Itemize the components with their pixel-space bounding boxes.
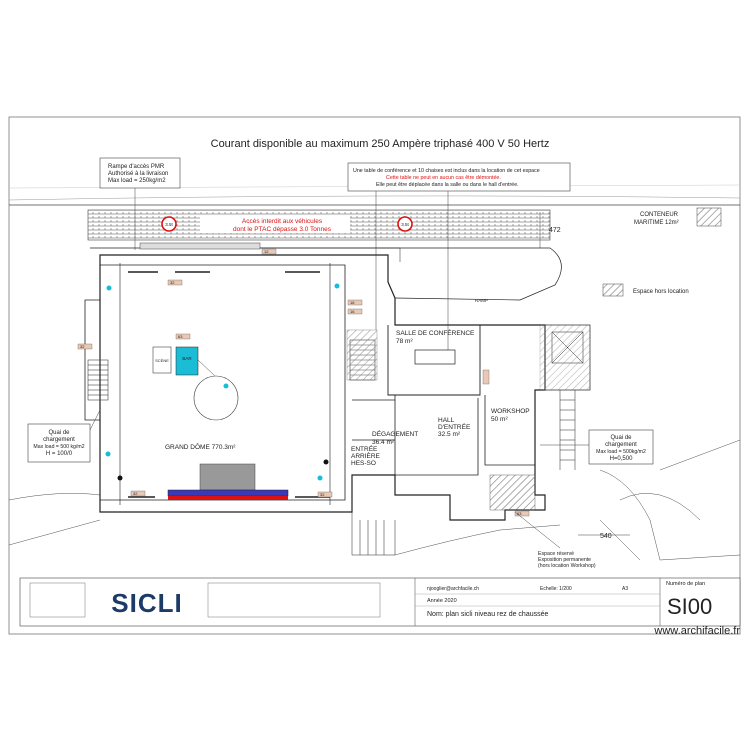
quai-right-note: Quai de chargement Max load = 500kg/m2 H… xyxy=(540,429,654,465)
svg-text:chargement: chargement xyxy=(43,437,75,443)
svg-text:Max load = 500kg/m2: Max load = 500kg/m2 xyxy=(596,449,646,455)
room-entree-3: HES-SO xyxy=(351,460,376,467)
plan-number-label: Numéro de plan xyxy=(666,581,705,587)
room-grand-dome: GRAND DÔME 770.3m² xyxy=(165,442,236,451)
conference-table xyxy=(414,349,456,365)
format: A3 xyxy=(622,586,628,592)
no-vehicles-line-2: dont le PTAC dépasse 3.0 Tonnes xyxy=(233,226,332,233)
svg-text:3.5t: 3.5t xyxy=(165,222,173,227)
svg-text:chargement: chargement xyxy=(605,442,637,448)
weight-limit-sign-left: 3.5t xyxy=(161,216,177,232)
svg-text:3.5t: 3.5t xyxy=(401,222,409,227)
room-hall-1: HALL xyxy=(438,417,455,424)
svg-text:12: 12 xyxy=(264,249,269,254)
room-salle-conf-name: SALLE DE CONFÉRENCE xyxy=(396,328,475,337)
table-line-1: Une table de conférence et 10 chaises es… xyxy=(353,168,540,174)
table-line-3: Elle peut être déplacée dans la salle ou… xyxy=(376,182,519,188)
room-degagement-area: 36.4 m² xyxy=(372,439,395,446)
container-hatch xyxy=(696,207,722,227)
svg-text:H=0,500: H=0,500 xyxy=(610,456,634,462)
svg-text:63: 63 xyxy=(178,334,183,339)
pmr-line-2: Authorisé à la livraison xyxy=(108,171,168,177)
container-line-1: CONTENEUR xyxy=(640,212,679,218)
plan-number: SI00 xyxy=(667,594,712,619)
svg-text:(hors location Workshop): (hors location Workshop) xyxy=(538,563,596,569)
outlet-tags: 32 12 63 16 16 32 32 32 63 xyxy=(77,248,530,517)
no-vehicles-line-1: Accès interdit aux véhicules xyxy=(242,218,323,225)
svg-text:32: 32 xyxy=(170,280,175,285)
svg-text:16: 16 xyxy=(350,300,355,305)
dimension-472: 472 xyxy=(549,227,561,234)
room-salle-conf-area: 78 m² xyxy=(396,338,413,345)
container-line-2: MARITIME 12m² xyxy=(634,220,679,226)
pmr-line-1: Rampe d'accès PMR xyxy=(108,164,165,170)
table-line-2: Cette table ne peut en aucun cas être dé… xyxy=(386,175,501,181)
brand-logo: SICLI xyxy=(111,588,182,618)
table-note: Une table de conférence et 10 chaises es… xyxy=(347,162,571,360)
svg-text:Exposition permanente: Exposition permanente xyxy=(538,557,591,563)
year: Année 2020 xyxy=(427,598,457,604)
hatch-zone-2 xyxy=(489,474,536,511)
dimension-540: 540 xyxy=(600,533,612,540)
quai-left-note: Quai de chargement Max load = 500 kg/m2 … xyxy=(27,409,101,463)
svg-text:Quai de: Quai de xyxy=(48,430,70,436)
plan-name: Nom: plan sicli niveau rez de chaussée xyxy=(427,611,549,618)
email: njooglier@archfacile.ch xyxy=(427,586,479,592)
svg-text:32: 32 xyxy=(80,344,85,349)
cube-label: BAR xyxy=(182,356,192,361)
reserved-note: Espace réservé Exposition permanente (ho… xyxy=(514,511,604,570)
svg-text:32: 32 xyxy=(133,491,138,496)
room-entree-1: ENTRÉE xyxy=(351,444,378,453)
room-hall-3: 32.5 m² xyxy=(438,431,461,438)
room-entree-2: ARRIÈRE xyxy=(351,451,381,460)
svg-text:Max load = 500 kg/m2: Max load = 500 kg/m2 xyxy=(33,444,84,450)
dome-contents: BAR SCÈNE xyxy=(105,271,340,500)
hatch-zone-1 xyxy=(346,329,378,381)
room-hall-2: D'ENTRÉE xyxy=(438,422,471,431)
svg-text:32: 32 xyxy=(320,492,325,497)
room-workshop-name: WORKSHOP xyxy=(491,408,530,415)
stage-label: SCÈNE xyxy=(155,358,169,363)
svg-text:Quai de: Quai de xyxy=(610,435,632,441)
watermark: www.archifacile.fr xyxy=(653,625,740,637)
svg-text:16: 16 xyxy=(350,309,355,314)
pmr-note: Rampe d'accès PMR Authorisé à la livrais… xyxy=(99,157,181,250)
room-degagement-name: DÉGAGEMENT xyxy=(372,429,418,438)
pmr-line-3: Max load = 250kg/m2 xyxy=(108,178,166,184)
building-walls xyxy=(8,242,741,561)
svg-text:63: 63 xyxy=(517,511,522,516)
svg-text:H = 100/0: H = 100/0 xyxy=(46,451,73,457)
hatch-zone-3 xyxy=(539,324,591,391)
scale: Echelle: 1/200 xyxy=(540,586,572,592)
svg-text:Espace réservé: Espace réservé xyxy=(538,551,574,557)
plan-title: Courant disponible au maximum 250 Ampère… xyxy=(211,138,550,150)
weight-limit-sign-right: 3.5t xyxy=(397,216,413,232)
room-workshop-area: 50 m² xyxy=(491,416,508,423)
ramp-label: RAMP xyxy=(475,298,488,303)
title-block: SICLI njooglier@archfacile.ch Echelle: 1… xyxy=(19,577,741,627)
legend-hors-location: Espace hors location xyxy=(633,289,689,295)
legend-hatch xyxy=(602,283,624,297)
